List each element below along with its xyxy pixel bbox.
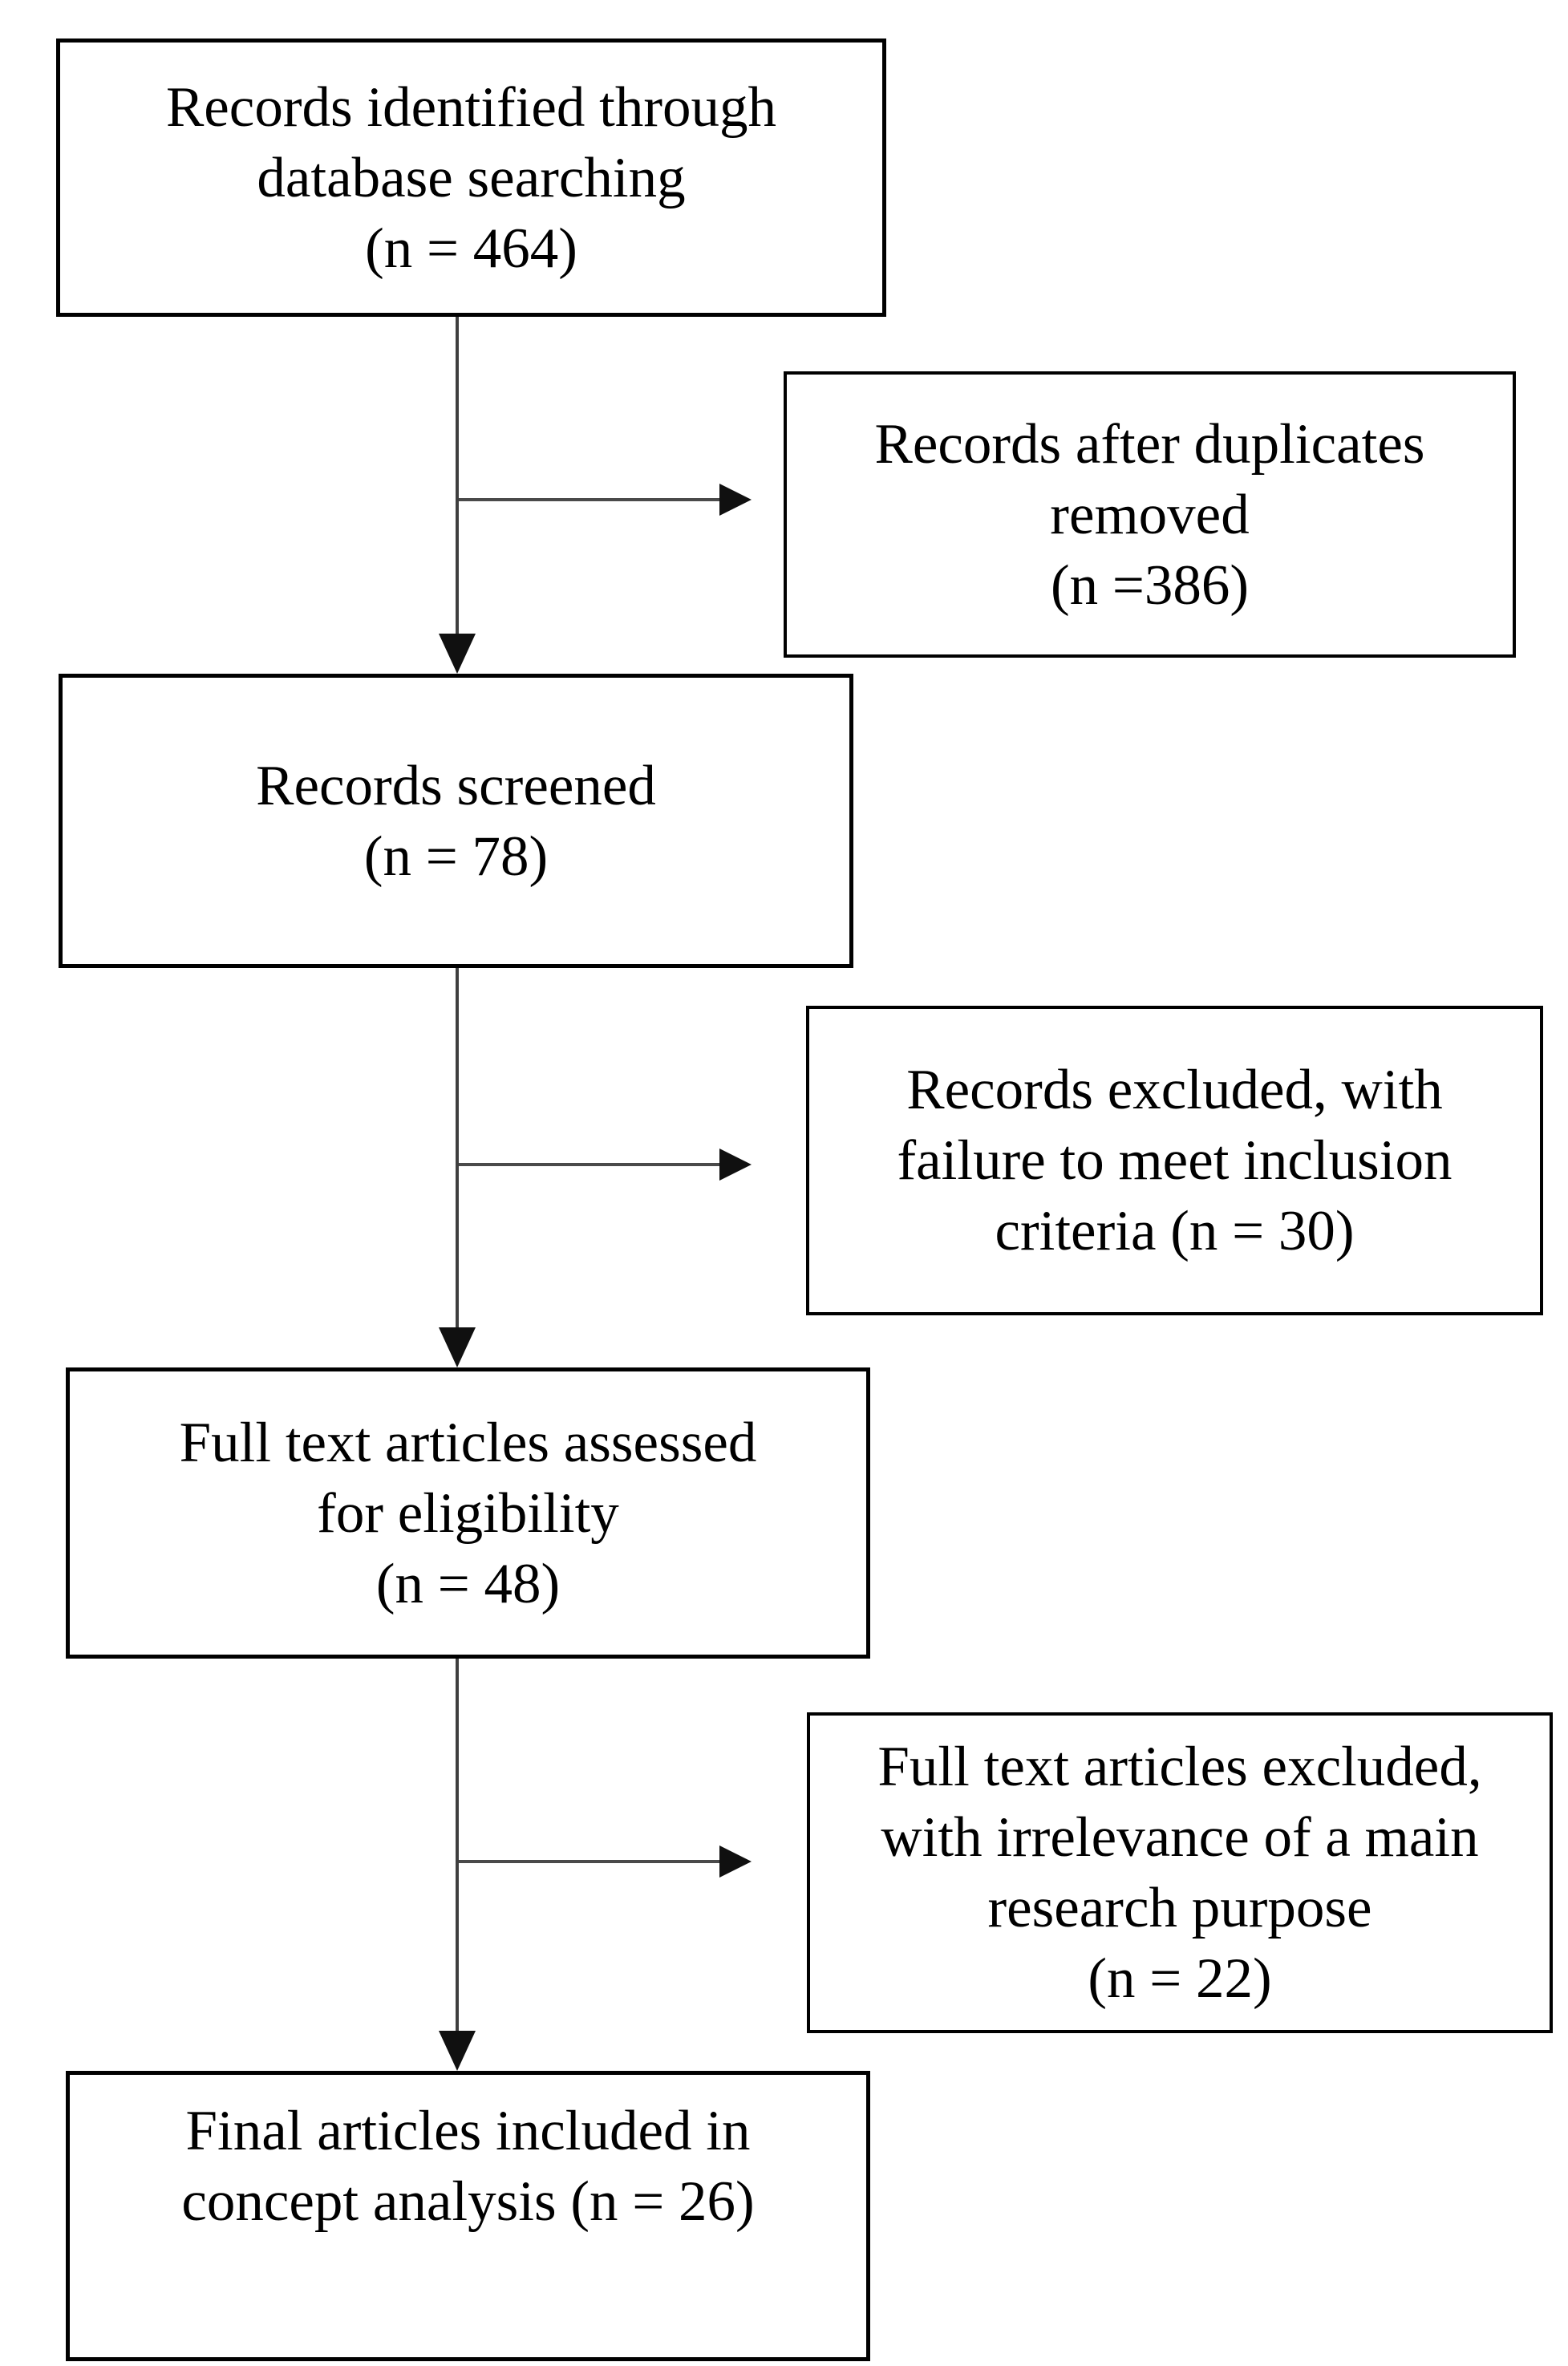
arrowhead-down-icon: [439, 1327, 476, 1367]
arrowhead-down-icon: [439, 634, 476, 674]
flow-box-final-included: Final articles included in concept analy…: [66, 2071, 870, 2361]
connector-to-records-excluded: [459, 1163, 719, 1166]
box-text-line: (n = 78): [363, 824, 549, 888]
box-text-line: removed: [1050, 483, 1250, 546]
box-text-line: with irrelevance of a main: [881, 1806, 1479, 1869]
box-text-line: Records after duplicates: [874, 412, 1425, 476]
flow-box-fulltext-excluded: Full text articles excluded, with irrele…: [807, 1712, 1553, 2033]
box-text-line: Full text articles excluded,: [877, 1736, 1482, 1798]
connector-to-duplicates-removed: [459, 498, 719, 501]
box-text-line: Records excluded, with: [906, 1059, 1443, 1121]
box-text-line: (n = 22): [1088, 1947, 1272, 2010]
arrowhead-down-icon: [439, 2031, 476, 2071]
connector-screened-to-assessed: [456, 968, 459, 1327]
box-text-line: Records identified through: [165, 75, 777, 139]
flow-box-fulltext-assessed: Full text articles assessed for eligibil…: [66, 1367, 870, 1659]
box-text-line: Full text articles assessed: [179, 1411, 757, 1474]
box-text-line: (n = 48): [375, 1552, 561, 1615]
arrowhead-right-icon: [719, 1845, 752, 1878]
box-text-line: Records screened: [256, 754, 656, 817]
box-text-line: (n =386): [1050, 553, 1250, 617]
flow-box-records-excluded: Records excluded, with failure to meet i…: [806, 1006, 1543, 1315]
flow-box-records-after-duplicates: Records after duplicates removed (n =386…: [784, 371, 1516, 658]
connector-assessed-to-final: [456, 1659, 459, 2031]
box-text-line: criteria (n = 30): [995, 1200, 1355, 1262]
box-text-line: Final articles included in: [185, 2100, 751, 2162]
box-text-line: research purpose: [987, 1877, 1372, 1939]
arrowhead-right-icon: [719, 484, 752, 516]
box-text-line: (n = 464): [365, 217, 577, 280]
box-text-line: concept analysis (n = 26): [181, 2170, 755, 2233]
box-text-line: for eligibility: [317, 1481, 619, 1545]
connector-to-fulltext-excluded: [459, 1860, 719, 1863]
connector-identified-to-screened: [456, 317, 459, 634]
flow-box-records-screened: Records screened (n = 78): [59, 674, 853, 968]
flow-box-records-identified: Records identified through database sear…: [56, 38, 886, 317]
box-text-line: failure to meet inclusion: [897, 1129, 1453, 1192]
arrowhead-right-icon: [719, 1149, 752, 1181]
box-text-line: database searching: [257, 146, 686, 209]
